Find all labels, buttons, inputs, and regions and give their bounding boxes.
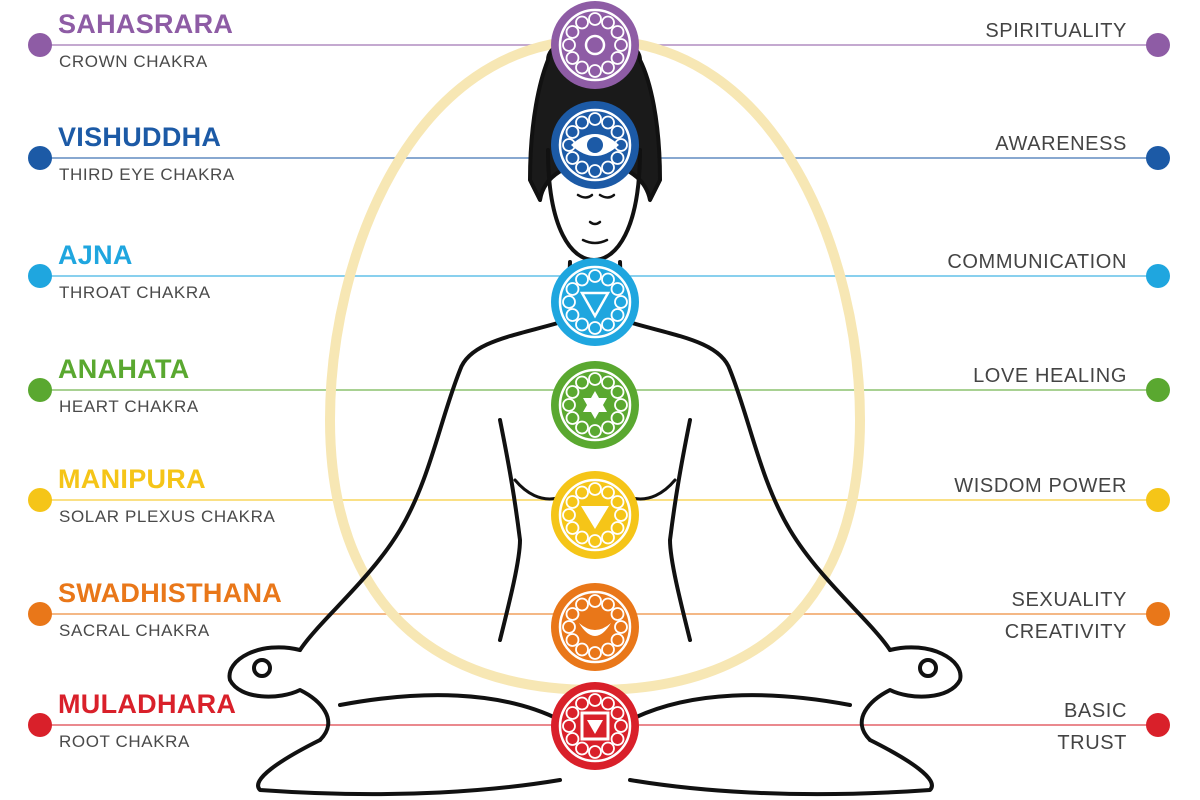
chakra-quality-line: SEXUALITY bbox=[1011, 589, 1127, 611]
chakra-quality: SEXUALITY CREATIVITY bbox=[1005, 584, 1127, 648]
left-markers bbox=[28, 33, 52, 737]
chakra-quality: BASIC TRUST bbox=[1057, 695, 1127, 759]
chakra-subtitle: SACRAL CHAKRA bbox=[59, 621, 210, 640]
chakra-quality: WISDOM POWER bbox=[954, 470, 1127, 502]
chakra-disks bbox=[551, 1, 639, 770]
marker-dot-left bbox=[28, 602, 52, 626]
marker-dot-right bbox=[1146, 146, 1170, 170]
chakra-quality-line: LOVE HEALING bbox=[973, 365, 1127, 387]
marker-dot-left bbox=[28, 146, 52, 170]
marker-dot-right bbox=[1146, 488, 1170, 512]
marker-dot-right bbox=[1146, 378, 1170, 402]
eye-icon bbox=[551, 101, 639, 189]
chakra-name: SWADHISTHANA bbox=[58, 578, 283, 608]
marker-dot-left bbox=[28, 33, 52, 57]
chakra-name: VISHUDDHA bbox=[58, 122, 222, 152]
chakra-quality-line: BASIC bbox=[1063, 700, 1127, 722]
marker-dot-left bbox=[28, 264, 52, 288]
chakra-quality-line: TRUST bbox=[1057, 732, 1127, 754]
marker-dot-right bbox=[1146, 264, 1170, 288]
triangle-lotus-icon bbox=[551, 258, 639, 346]
right-markers bbox=[1146, 33, 1170, 737]
marker-dot-right bbox=[1146, 713, 1170, 737]
chakra-quality-line: SPIRITUALITY bbox=[985, 20, 1127, 42]
lotus-icon bbox=[551, 1, 639, 89]
marker-dot-right bbox=[1146, 602, 1170, 626]
chakra-quality: COMMUNICATION bbox=[947, 246, 1127, 278]
chakra-subtitle: ROOT CHAKRA bbox=[59, 732, 190, 751]
marker-dot-left bbox=[28, 713, 52, 737]
chakra-quality-line: CREATIVITY bbox=[1004, 621, 1127, 643]
marker-dot-right bbox=[1146, 33, 1170, 57]
connector-lines bbox=[40, 44, 1158, 726]
marker-dot-left bbox=[28, 488, 52, 512]
chakra-quality-line: COMMUNICATION bbox=[947, 251, 1127, 273]
chakra-subtitle: THIRD EYE CHAKRA bbox=[59, 165, 235, 184]
chakra-subtitle: THROAT CHAKRA bbox=[59, 283, 211, 302]
chakra-name: SAHASRARA bbox=[58, 9, 234, 39]
chakra-name: MANIPURA bbox=[58, 464, 206, 494]
chakra-quality: LOVE HEALING bbox=[973, 360, 1127, 392]
chakra-name: AJNA bbox=[58, 240, 133, 270]
downward-triangle-icon bbox=[551, 471, 639, 559]
crescent-icon bbox=[551, 583, 639, 671]
square-root-icon bbox=[551, 682, 639, 770]
star-hexagram-icon bbox=[551, 361, 639, 449]
chakra-name: ANAHATA bbox=[58, 354, 190, 384]
chakra-quality: SPIRITUALITY bbox=[985, 15, 1127, 47]
chakra-quality-line: AWARENESS bbox=[995, 133, 1127, 155]
chakra-name: MULADHARA bbox=[58, 689, 237, 719]
chakra-quality-line: WISDOM POWER bbox=[954, 475, 1127, 497]
chakra-subtitle: SOLAR PLEXUS CHAKRA bbox=[59, 507, 276, 526]
chakra-subtitle: HEART CHAKRA bbox=[59, 397, 199, 416]
chakra-quality: AWARENESS bbox=[995, 128, 1127, 160]
chakra-subtitle: CROWN CHAKRA bbox=[59, 52, 208, 71]
marker-dot-left bbox=[28, 378, 52, 402]
